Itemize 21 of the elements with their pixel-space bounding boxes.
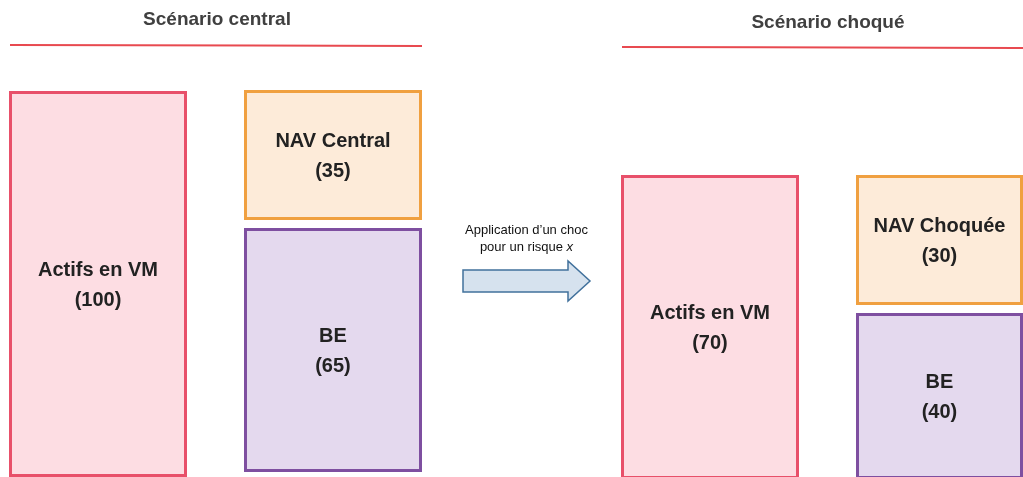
block-arrow	[462, 259, 592, 303]
value-box	[856, 313, 1023, 477]
value-box	[244, 90, 422, 220]
box-title: Actifs en VM	[38, 257, 158, 282]
box-title: NAV Central	[275, 128, 391, 153]
box-value: (70)	[692, 330, 728, 355]
box-value: (100)	[74, 287, 122, 312]
value-box	[621, 175, 799, 477]
value-box	[9, 91, 187, 477]
value-box	[856, 175, 1023, 305]
box-title: BE	[319, 323, 347, 348]
box-title: Actifs en VM	[650, 300, 770, 325]
box-title: NAV Choquée	[873, 213, 1006, 238]
scenario-heading: Scénario central	[143, 8, 291, 30]
box-value: (35)	[315, 158, 351, 183]
scenario-heading: Scénario choqué	[751, 11, 905, 33]
box-title: BE	[925, 369, 954, 394]
box-value: (65)	[315, 353, 351, 378]
box-value: (30)	[921, 243, 958, 268]
box-value: (40)	[921, 399, 958, 424]
value-box	[244, 228, 422, 472]
